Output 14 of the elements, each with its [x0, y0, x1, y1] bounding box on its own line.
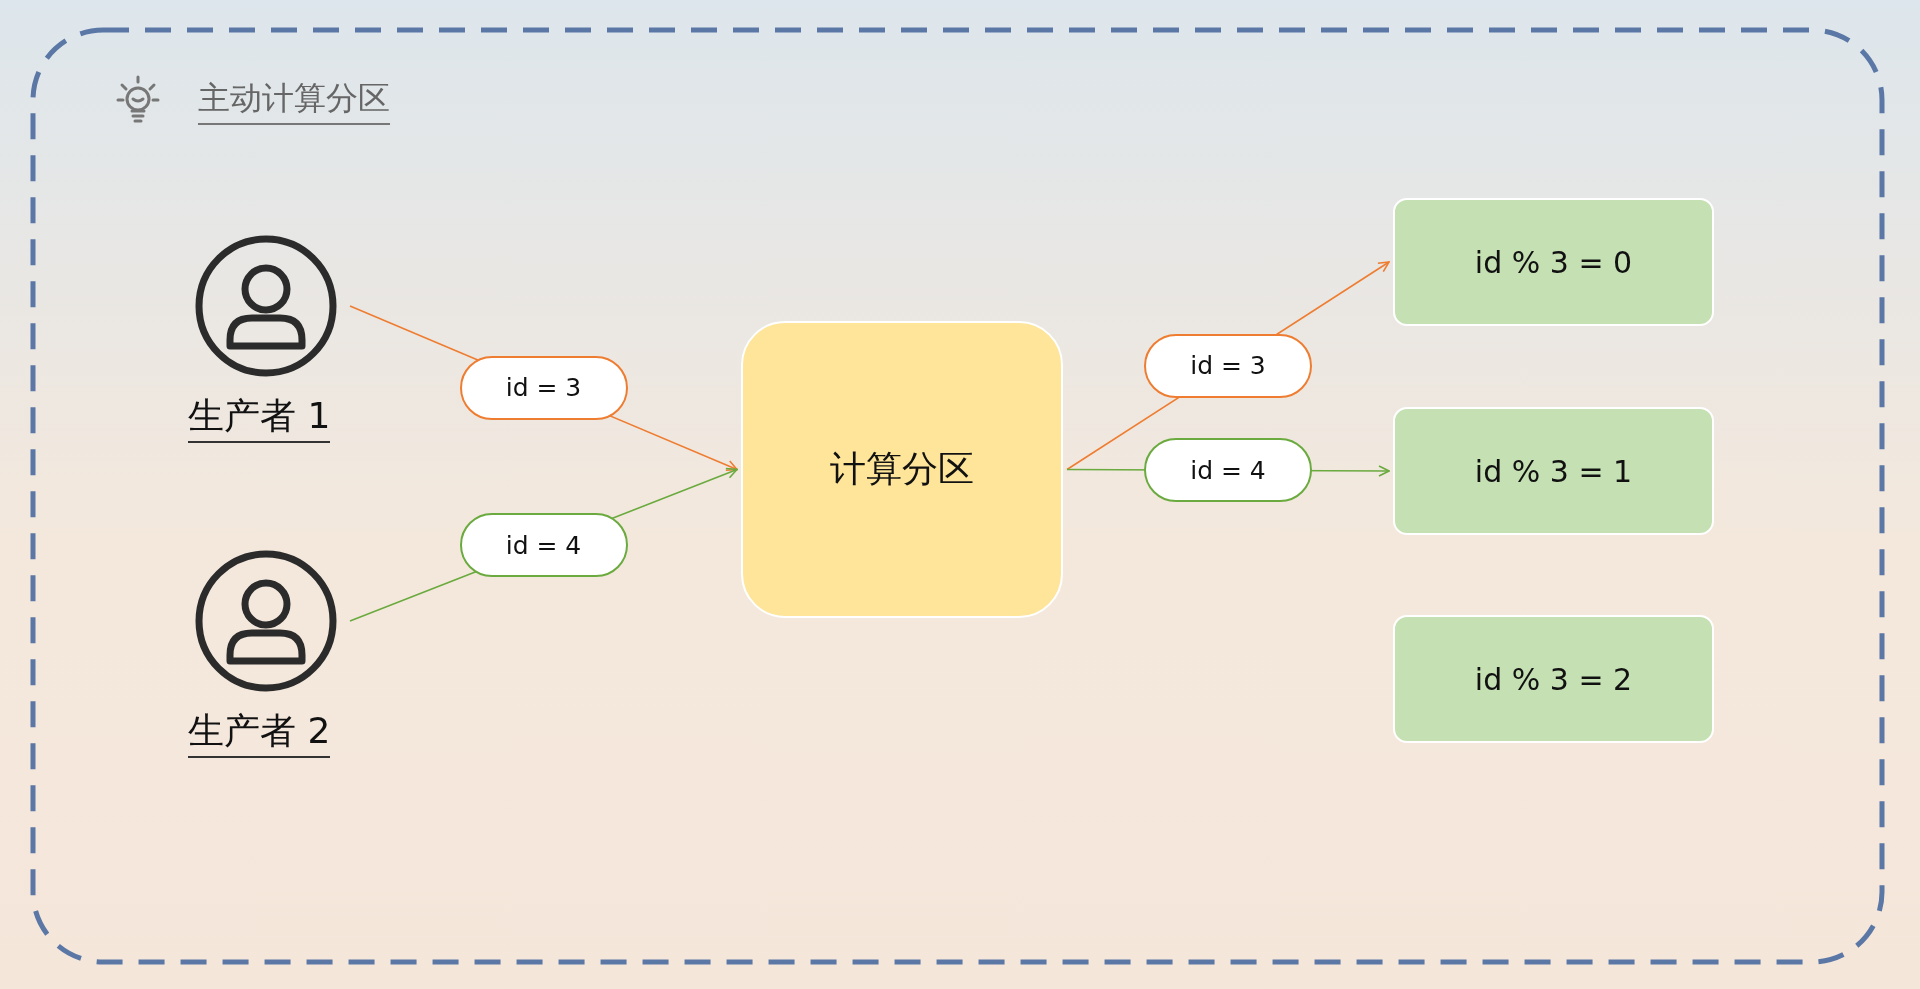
- person-icon: [194, 549, 338, 693]
- partition-box: id % 3 = 2: [1393, 615, 1714, 743]
- partition-box: id % 3 = 1: [1393, 407, 1714, 535]
- edge-label: id = 4: [459, 513, 628, 578]
- edge-label: id = 4: [1144, 438, 1312, 503]
- process-box: 计算分区: [741, 321, 1063, 618]
- dashed-group-frame: [30, 27, 1885, 965]
- edge-label: id = 3: [1144, 333, 1312, 398]
- edge-label: id = 3: [459, 355, 628, 420]
- person-icon: [194, 234, 338, 378]
- person-label: 生产者 2: [188, 707, 331, 758]
- partition-box: id % 3 = 0: [1393, 198, 1714, 326]
- person-label: 生产者 1: [188, 392, 331, 443]
- group-title: 主动计算分区: [198, 77, 390, 125]
